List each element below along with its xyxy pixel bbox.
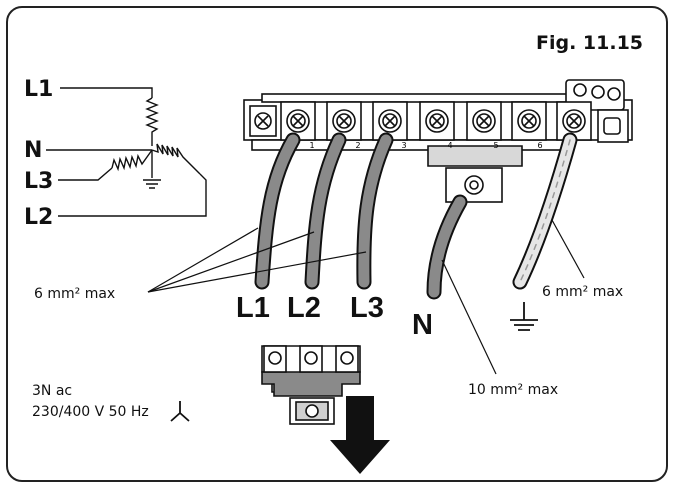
terminal-screw xyxy=(280,101,316,141)
star-connection-schematic xyxy=(46,87,207,217)
cable-n-fill xyxy=(428,196,466,298)
terminal-label-l1: L1 xyxy=(236,292,270,324)
neutral-cable-note: 10 mm² max xyxy=(468,382,559,398)
figure-label: Fig. 11.15 xyxy=(536,32,644,54)
supply-type: 3N ac xyxy=(32,383,73,399)
terminal-label-l2: L2 xyxy=(287,292,321,324)
terminal-screw xyxy=(466,101,502,141)
neutral-clamp xyxy=(445,167,503,203)
star-label-n: N xyxy=(24,138,43,163)
l2-coil xyxy=(151,143,201,175)
l1-line xyxy=(60,87,153,98)
terminal-label-l3: L3 xyxy=(350,292,384,324)
terminal-block-top-ledge xyxy=(261,93,599,103)
terminal-number: 6 xyxy=(537,141,542,150)
cable-earth-fill xyxy=(514,134,576,288)
down-arrow-icon xyxy=(330,396,390,474)
l2-line xyxy=(58,173,207,217)
terminal-number: 4 xyxy=(447,141,452,150)
cable-l2-fill xyxy=(306,134,345,288)
terminal-screw xyxy=(419,101,455,141)
terminal-screw xyxy=(372,101,408,141)
terminal-label-n: N xyxy=(412,309,433,341)
earth-symbol-small xyxy=(143,179,161,189)
terminal-screw xyxy=(556,101,592,141)
figure-frame xyxy=(6,6,668,482)
star-label-l2: L2 xyxy=(24,205,54,230)
supply-voltage: 230/400 V 50 Hz xyxy=(32,404,149,420)
l1-coil xyxy=(145,97,159,146)
star-label-l3: L3 xyxy=(24,169,54,194)
phase-cable-note: 6 mm² max xyxy=(34,286,116,302)
terminal-screw xyxy=(511,101,547,141)
leader-lines xyxy=(147,219,585,375)
terminal-number: 2 xyxy=(355,141,360,150)
terminal-screw xyxy=(326,101,362,141)
terminal-number: 3 xyxy=(401,141,406,150)
star-label-l1: L1 xyxy=(24,77,54,102)
terminal-number: 5 xyxy=(493,141,498,150)
cable-l1-fill xyxy=(256,134,299,288)
terminal-number: 1 xyxy=(309,141,314,150)
bridging-link-plate xyxy=(261,345,361,425)
star-symbol-icon xyxy=(170,401,190,422)
cables xyxy=(254,132,578,300)
earth-symbol-icon xyxy=(510,302,538,331)
neutral-bridge xyxy=(427,145,523,167)
l3-coil xyxy=(111,149,153,172)
terminal-screws xyxy=(280,101,592,141)
cable-l3-fill xyxy=(358,134,392,288)
earth-cable-note: 6 mm² max xyxy=(542,284,624,300)
l3-line xyxy=(58,167,113,181)
